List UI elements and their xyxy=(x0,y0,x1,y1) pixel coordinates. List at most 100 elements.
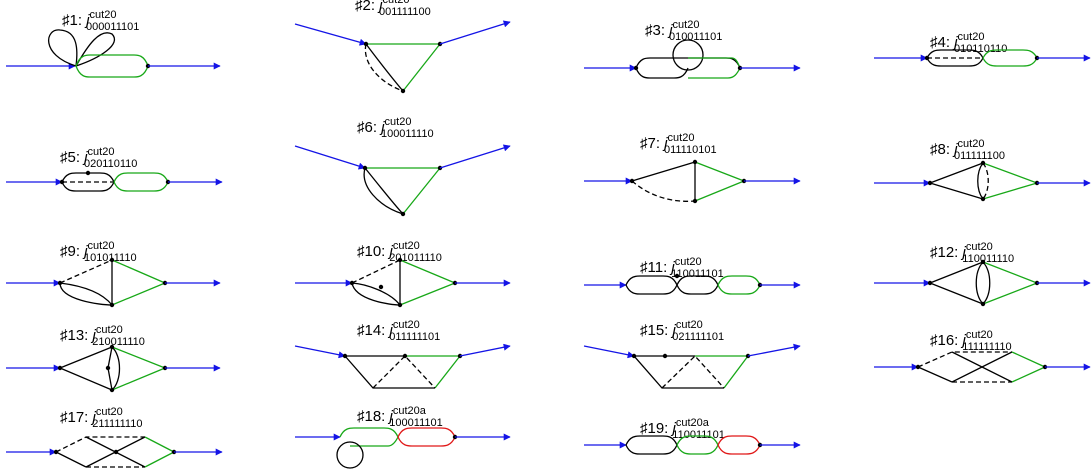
label-symbol: j xyxy=(952,141,958,158)
label-superscript: cut20a xyxy=(393,405,427,417)
label-superscript: cut20 xyxy=(385,116,412,128)
propagator xyxy=(365,43,404,92)
vertex-dot xyxy=(633,65,639,71)
label-index: ♯9: xyxy=(60,243,84,260)
propagator xyxy=(929,182,984,200)
external-line xyxy=(294,23,367,46)
propagator xyxy=(351,282,401,306)
label-subscript: 100011101 xyxy=(389,417,442,429)
label-superscript: cut20 xyxy=(383,0,410,6)
propagator xyxy=(625,435,678,446)
vertex-dot xyxy=(631,353,637,359)
label-index: ♯8: xyxy=(930,141,954,158)
cut-propagator xyxy=(402,167,441,215)
label-superscript: cut20 xyxy=(393,240,420,252)
cut-propagator xyxy=(982,162,1038,184)
cut-propagator xyxy=(676,444,719,455)
label-index: ♯4: xyxy=(930,34,954,51)
label-index: ♯12: xyxy=(930,244,963,261)
propagator xyxy=(631,161,696,182)
cut-propagator xyxy=(111,282,166,306)
cut-propagator xyxy=(676,435,719,446)
label-subscript: 021111101 xyxy=(672,331,724,343)
label-symbol: j xyxy=(82,243,88,260)
label-subscript: 010011101 xyxy=(669,31,722,43)
propagator xyxy=(929,162,984,184)
propagator xyxy=(364,167,404,215)
propagator xyxy=(977,162,984,200)
cut-propagator xyxy=(113,172,169,183)
label-symbol: j xyxy=(669,259,675,276)
propagator xyxy=(55,451,87,468)
vertex-dot xyxy=(109,257,115,263)
label-subscript: 011111101 xyxy=(389,331,440,343)
cut-propagator xyxy=(717,275,761,286)
label-subscript: 110011110 xyxy=(962,253,1014,265)
vertex-dot xyxy=(915,364,921,370)
vertex-dot xyxy=(378,284,384,290)
propagator xyxy=(625,444,678,455)
vertex-dot xyxy=(57,365,63,371)
propagator xyxy=(364,43,404,92)
cut-propagator xyxy=(982,49,1038,59)
label-symbol: j xyxy=(961,332,967,349)
propagator xyxy=(975,261,984,305)
label-subscript: 011111100 xyxy=(954,150,1005,162)
vertex-dot xyxy=(692,198,698,204)
label-superscript: cut20 xyxy=(958,31,985,43)
label-index: ♯19: xyxy=(640,420,673,437)
vertex-dot xyxy=(397,302,403,308)
label-subscript: 211111110 xyxy=(92,418,142,430)
label-superscript: cut20 xyxy=(676,319,703,331)
vertex-dot xyxy=(363,41,369,47)
label-index: ♯18: xyxy=(357,408,390,425)
vertex-dot xyxy=(980,196,986,202)
cut-propagator xyxy=(75,65,149,78)
label-symbol: j xyxy=(671,420,677,437)
label-symbol: j xyxy=(961,244,967,261)
external-line xyxy=(747,343,801,357)
propagator xyxy=(661,355,725,389)
label-symbol: j xyxy=(952,34,958,51)
cut-propagator xyxy=(1011,351,1046,368)
propagator xyxy=(633,355,724,389)
vertex-dot xyxy=(342,353,348,359)
label-subscript: 101011110 xyxy=(84,252,137,264)
label-symbol: j xyxy=(379,119,385,136)
label-superscript: cut20 xyxy=(673,19,700,31)
label-symbol: j xyxy=(91,409,97,426)
vertex-dot xyxy=(57,280,63,286)
external-line xyxy=(583,345,635,359)
propagator xyxy=(351,259,401,284)
vertex-dot xyxy=(109,344,115,350)
propagator xyxy=(344,355,435,389)
external-line xyxy=(294,345,346,359)
label-superscript: cut20 xyxy=(393,319,420,331)
label-index: ♯2: xyxy=(355,0,379,14)
label-subscript: 011110101 xyxy=(664,144,717,156)
propagator xyxy=(631,180,696,202)
cut-propagator xyxy=(688,67,741,79)
vertex-dot xyxy=(692,159,698,165)
cut-propagator xyxy=(717,444,761,455)
vertex-dot xyxy=(927,280,933,286)
cut-propagator xyxy=(113,181,169,192)
propagator xyxy=(61,181,115,192)
label-superscript: cut20 xyxy=(90,9,117,21)
label-index: ♯1: xyxy=(62,12,86,29)
